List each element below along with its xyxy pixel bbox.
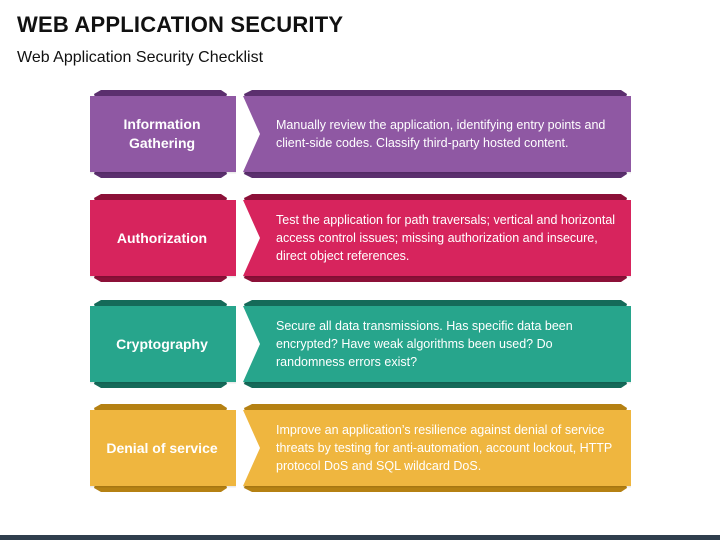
category-shadow	[90, 172, 236, 174]
description-shadow	[243, 276, 631, 278]
category-shadow	[90, 382, 236, 384]
row-shapes	[90, 300, 631, 388]
row-shapes	[90, 90, 631, 178]
category-block	[90, 96, 236, 172]
row-shapes	[90, 194, 631, 282]
category-description: Test the application for path traversals…	[276, 213, 616, 263]
category-description: Secure all data transmissions. Has speci…	[276, 319, 573, 369]
category-block	[90, 410, 236, 486]
category-description: Manually review the application, identif…	[276, 118, 606, 150]
category-label: Cryptography	[116, 335, 208, 352]
description-block	[243, 96, 631, 172]
description-block	[243, 306, 631, 382]
checklist-row-denial-of-service: Denial of service Improve an application…	[0, 402, 720, 494]
category-description: Improve an application’s resilience agai…	[276, 423, 613, 473]
slide-title: WEB APPLICATION SECURITY	[17, 12, 344, 37]
description-shadow	[243, 382, 631, 384]
slide-subtitle: Web Application Security Checklist	[17, 49, 264, 66]
category-shadow	[90, 486, 236, 488]
checklist-row-information-gathering: Information Gathering Manually review th…	[0, 88, 720, 180]
bottom-bar	[0, 535, 720, 540]
checklist-row-authorization: Authorization Test the application for p…	[0, 192, 720, 284]
description-block	[243, 200, 631, 276]
description-block	[243, 410, 631, 486]
category-label: Denial of service	[106, 439, 218, 456]
row-shapes	[90, 404, 631, 492]
category-label: Authorization	[116, 229, 208, 246]
description-shadow	[243, 172, 631, 174]
category-block	[90, 200, 236, 276]
category-label: Information Gathering	[123, 116, 201, 151]
description-shadow	[243, 486, 631, 488]
category-block	[90, 306, 236, 382]
checklist-row-cryptography: Cryptography Secure all data transmissio…	[0, 298, 720, 390]
category-shadow	[90, 276, 236, 278]
